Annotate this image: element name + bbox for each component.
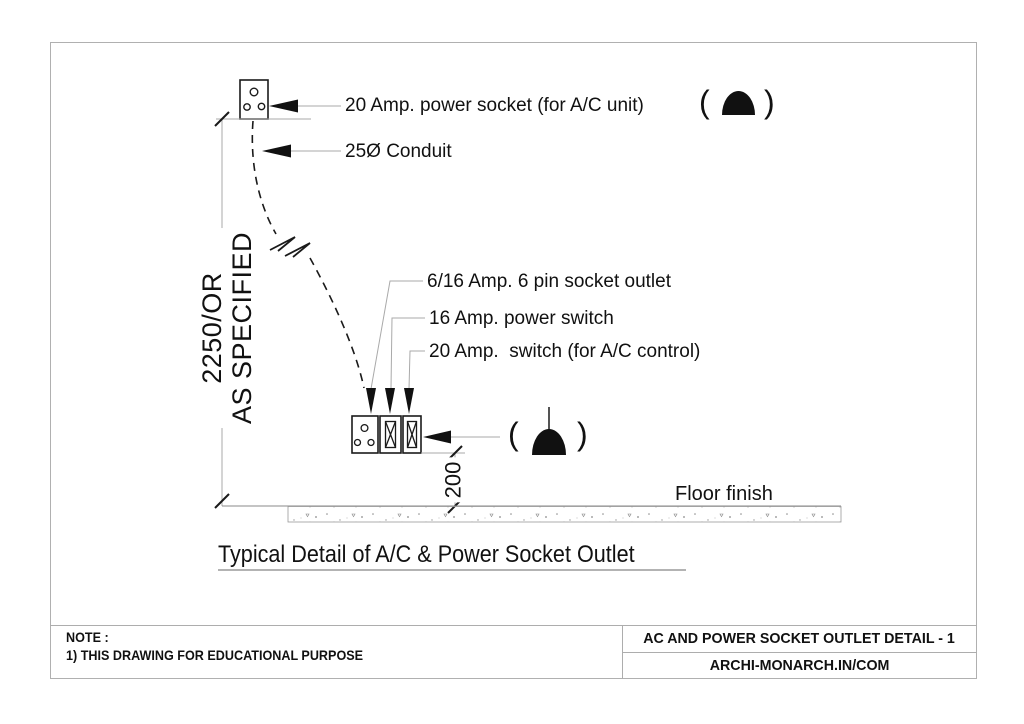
height-dimension-text: 2250/OR AS SPECIFIED (196, 227, 258, 429)
top-socket-label: 20 Amp. power socket (for A/C unit) (345, 95, 644, 116)
ac-switch-label: 20 Amp. switch (for A/C control) (429, 341, 701, 362)
title-block-right-divider (622, 652, 977, 653)
title-block-top-divider (50, 625, 977, 626)
note-heading: NOTE : (66, 629, 109, 645)
group-symbol-leader (423, 407, 550, 444)
sheet-title: AC AND POWER SOCKET OUTLET DETAIL - 1 (643, 630, 956, 647)
conduit-leader (262, 144, 341, 158)
paren-open: ( (508, 416, 519, 452)
drawing-frame (50, 42, 977, 679)
ac-power-socket-symbol (239, 79, 269, 120)
six-pin-socket-label: 6/16 Amp. 6 pin socket outlet (427, 271, 671, 292)
paren-close: ) (764, 84, 775, 120)
lower-device-arrows (366, 388, 414, 414)
drawing-caption: Typical Detail of A/C & Power Socket Out… (218, 541, 635, 568)
conduit-dashed-line (251, 120, 365, 389)
floor-finish-label: Floor finish (675, 483, 773, 505)
paren-close: ) (577, 416, 588, 452)
top-socket-leader (269, 99, 341, 113)
lower-device-leaders (370, 280, 425, 390)
note-item: 1) THIS DRAWING FOR EDUCATIONAL PURPOSE (66, 647, 364, 663)
floor-offset-dimension-text: 200 (441, 457, 467, 503)
source-cell: ARCHI-MONARCH.IN/COM (622, 652, 977, 679)
conduit-label: 25Ø Conduit (345, 141, 452, 162)
floor-finish-symbol (222, 505, 842, 523)
height-dimension-line1: 2250/OR (196, 272, 227, 384)
socket-switch-group-symbol (351, 415, 422, 454)
sheet-title-cell: AC AND POWER SOCKET OUTLET DETAIL - 1 (622, 625, 977, 652)
source-text: ARCHI-MONARCH.IN/COM (709, 657, 890, 674)
paren-open: ( (699, 84, 710, 120)
power-switch-label: 16 Amp. power switch (429, 308, 614, 329)
height-dimension-line2: AS SPECIFIED (227, 231, 257, 425)
note-block: NOTE : 1) THIS DRAWING FOR EDUCATIONAL P… (66, 629, 396, 665)
